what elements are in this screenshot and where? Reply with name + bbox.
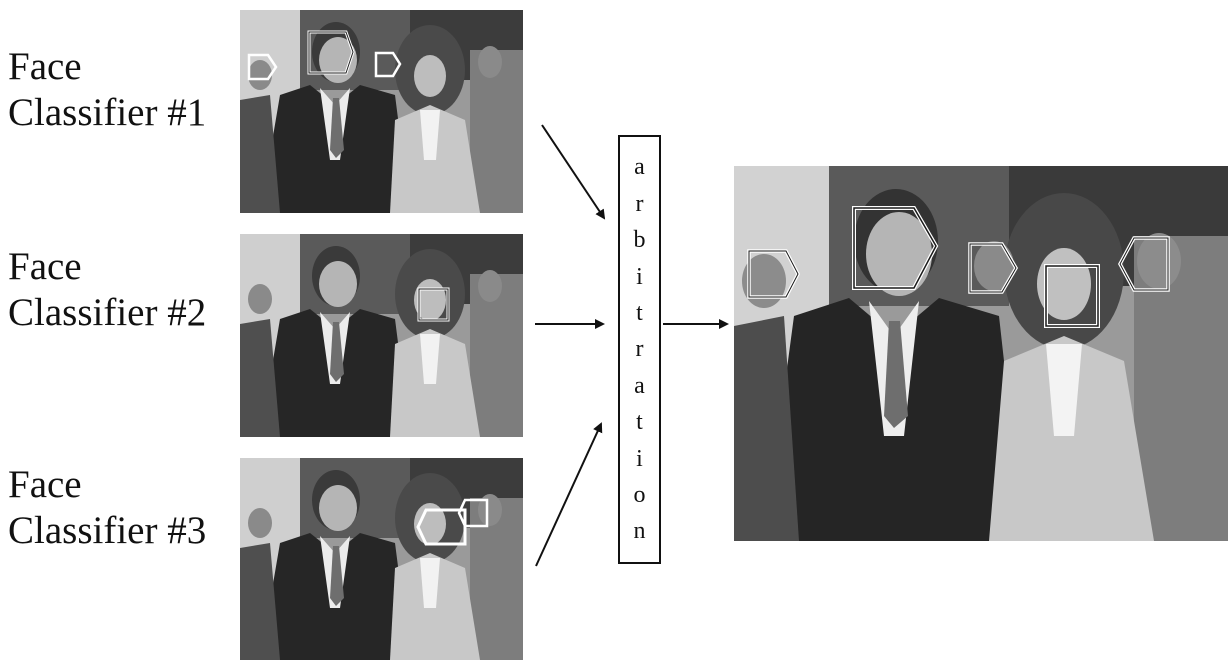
final-detection-box-3-outline: [969, 243, 1017, 293]
classifier-3-label: Face Classifier #3: [8, 462, 206, 554]
arbitration-letter: i: [636, 263, 643, 290]
final-detection-box-4-outline: [1045, 265, 1099, 327]
arbitration-letter: a: [634, 154, 645, 181]
detection-box-1a-outline: [308, 31, 354, 74]
arbitration-letter: a: [634, 372, 645, 399]
arrow-classifier-1-to-arbitration: [541, 124, 606, 220]
classifier-1-label-line1: Face: [8, 45, 82, 88]
classifier-2-photo: [240, 234, 523, 437]
arbitration-letter: i: [636, 445, 643, 472]
classifier-3-label-line1: Face: [8, 463, 82, 506]
detection-box-3a: [416, 508, 467, 546]
classifier-1-label-line2: Classifier #1: [8, 91, 207, 134]
final-detection-box-5-outline: [1119, 237, 1169, 291]
final-detection-box-1-outline: [853, 207, 937, 289]
arbitration-letter: b: [633, 227, 646, 254]
classifier-2-label-line2: Classifier #2: [8, 291, 207, 334]
classifier-1-label: Face Classifier #1: [8, 44, 206, 136]
arbitration-letter: r: [635, 336, 644, 363]
detection-box-1b: [247, 53, 278, 81]
detection-box-1c: [374, 51, 402, 78]
arbitration-letter: o: [633, 482, 646, 509]
arbitration-letter: r: [635, 190, 644, 217]
detection-box-3b: [457, 498, 489, 528]
arbitration-letter: n: [633, 518, 646, 545]
final-detection-box-2-outline: [748, 250, 799, 298]
arbitration-box: a r b i t r a t i o n: [618, 135, 661, 564]
classifier-2-label: Face Classifier #2: [8, 244, 206, 336]
arbitration-letter: t: [636, 409, 643, 436]
classifier-3-photo: [240, 458, 523, 660]
detection-box-2a-outline: [418, 288, 449, 321]
classifier-2-label-line1: Face: [8, 245, 82, 288]
classifier-3-label-line2: Classifier #3: [8, 509, 207, 552]
final-output-photo: [734, 166, 1228, 541]
classifier-1-photo: [240, 10, 523, 213]
arbitration-letter: t: [636, 300, 643, 327]
arrow-classifier-3-to-arbitration: [535, 422, 603, 567]
